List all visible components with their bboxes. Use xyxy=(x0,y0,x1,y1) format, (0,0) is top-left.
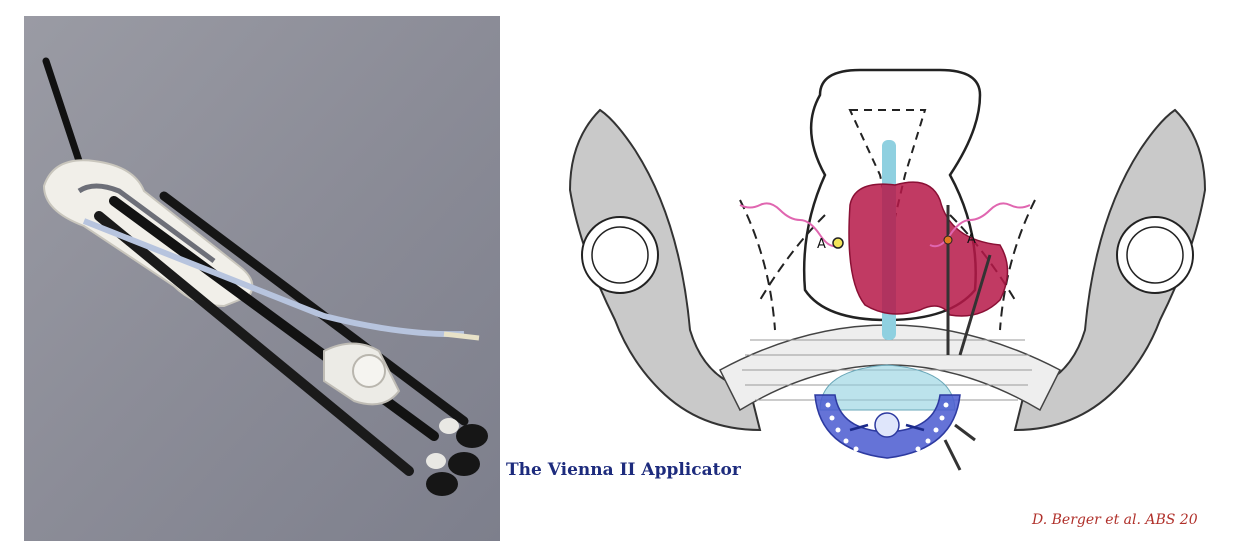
left-point-a-marker xyxy=(833,238,843,248)
handle-tip-2 xyxy=(448,452,480,476)
figure-credit: D. Berger et al. ABS 20 xyxy=(1032,512,1198,528)
right-point-a-label: A xyxy=(967,232,976,247)
right-femoral-head xyxy=(1117,217,1193,293)
needle-tip-2 xyxy=(955,425,975,440)
handle-tip-3 xyxy=(426,472,458,496)
tumor xyxy=(849,182,1008,316)
handle-collar-1 xyxy=(439,418,459,434)
figure-caption: The Vienna II Applicator xyxy=(506,460,741,480)
left-femoral-head xyxy=(582,217,658,293)
ring-upper xyxy=(820,365,955,410)
ring-center xyxy=(875,413,899,437)
handle-collar-2 xyxy=(426,453,446,469)
handle-tip-1 xyxy=(456,424,488,448)
needle-tip-1 xyxy=(945,440,960,470)
applicator-photo xyxy=(24,16,500,541)
left-point-a-label: A xyxy=(817,237,826,252)
right-point-a-marker xyxy=(944,236,952,244)
clamp-knob xyxy=(353,355,385,387)
